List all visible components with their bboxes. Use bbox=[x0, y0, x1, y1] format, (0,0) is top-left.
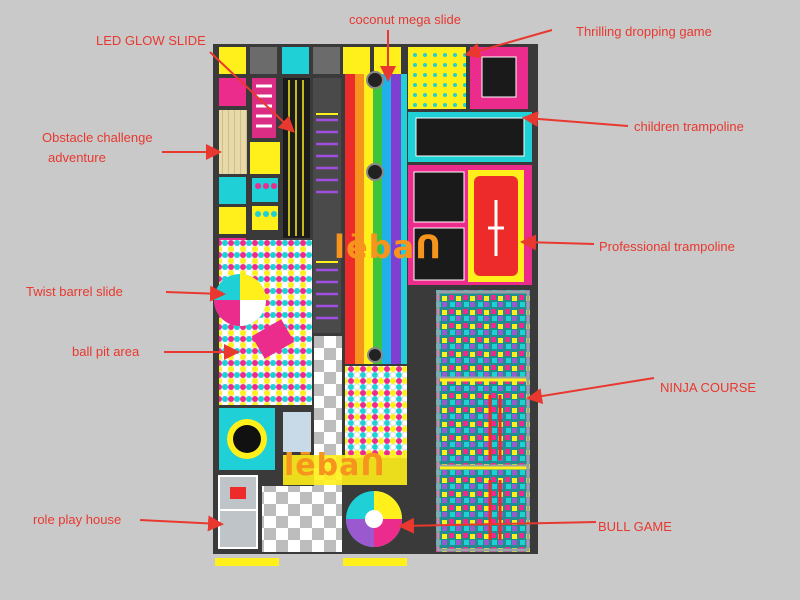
label-coconut-mega-slide: coconut mega slide bbox=[349, 12, 462, 27]
tile-cyan bbox=[282, 47, 309, 74]
slide-landing-ballpool bbox=[345, 366, 407, 458]
entrance-bar bbox=[343, 558, 407, 566]
coconut-mega-slide bbox=[345, 71, 407, 364]
arrow-roleplay bbox=[139, 515, 224, 532]
label-role-play-house: role play house bbox=[33, 512, 122, 527]
tile-yellow bbox=[343, 47, 370, 74]
children-trampoline-bed bbox=[415, 117, 525, 157]
ball-pit-bridge bbox=[251, 319, 295, 359]
label-children-trampoline: children trampoline bbox=[634, 119, 744, 134]
tile-grey bbox=[250, 47, 277, 74]
obstacle-yellow-block bbox=[250, 142, 280, 174]
obstacle-rope-net bbox=[219, 110, 247, 174]
dropping-game-area bbox=[408, 47, 466, 109]
logo-panel bbox=[283, 455, 407, 485]
arrow-twist bbox=[165, 285, 226, 302]
jump-mat bbox=[283, 412, 311, 452]
role-play-house bbox=[218, 475, 258, 549]
label-obstacle-line2: adventure bbox=[48, 150, 106, 165]
tile-grey bbox=[313, 47, 340, 74]
label-obstacle-line1: Obstacle challenge bbox=[42, 130, 153, 145]
arrow-dropping bbox=[464, 29, 553, 59]
label-led-glow-slide: LED GLOW SLIDE bbox=[96, 33, 206, 48]
checker-floor bbox=[262, 486, 342, 552]
label-ball-pit-area: ball pit area bbox=[72, 344, 140, 359]
label-ninja-course: NINJA COURSE bbox=[660, 380, 757, 395]
brand-logo: lēbaᑎ bbox=[284, 448, 386, 483]
obstacle-rollers bbox=[252, 78, 276, 138]
arrow-children-tramp bbox=[522, 110, 629, 127]
arrow-pro-tramp bbox=[520, 234, 595, 251]
ninja-course-area bbox=[436, 290, 530, 552]
brand-logo: lēbaᑎ bbox=[334, 228, 443, 266]
twist-barrel-slide bbox=[214, 274, 266, 326]
cyan-pad bbox=[219, 177, 246, 204]
label-thrilling-dropping-game: Thrilling dropping game bbox=[576, 24, 712, 39]
arrow-bull bbox=[398, 517, 597, 534]
step-columns bbox=[252, 178, 278, 230]
yellow-pad bbox=[219, 207, 246, 234]
label-twist-barrel-slide: Twist barrel slide bbox=[26, 284, 123, 299]
entrance-bar bbox=[215, 558, 279, 566]
tile-yellow bbox=[219, 47, 246, 74]
label-professional-trampoline: Professional trampoline bbox=[599, 239, 735, 254]
arrow-led-glow bbox=[209, 51, 295, 133]
arrow-ninja bbox=[526, 377, 655, 404]
bull-game-wheel bbox=[346, 491, 402, 547]
label-bull-game: BULL GAME bbox=[598, 519, 672, 534]
